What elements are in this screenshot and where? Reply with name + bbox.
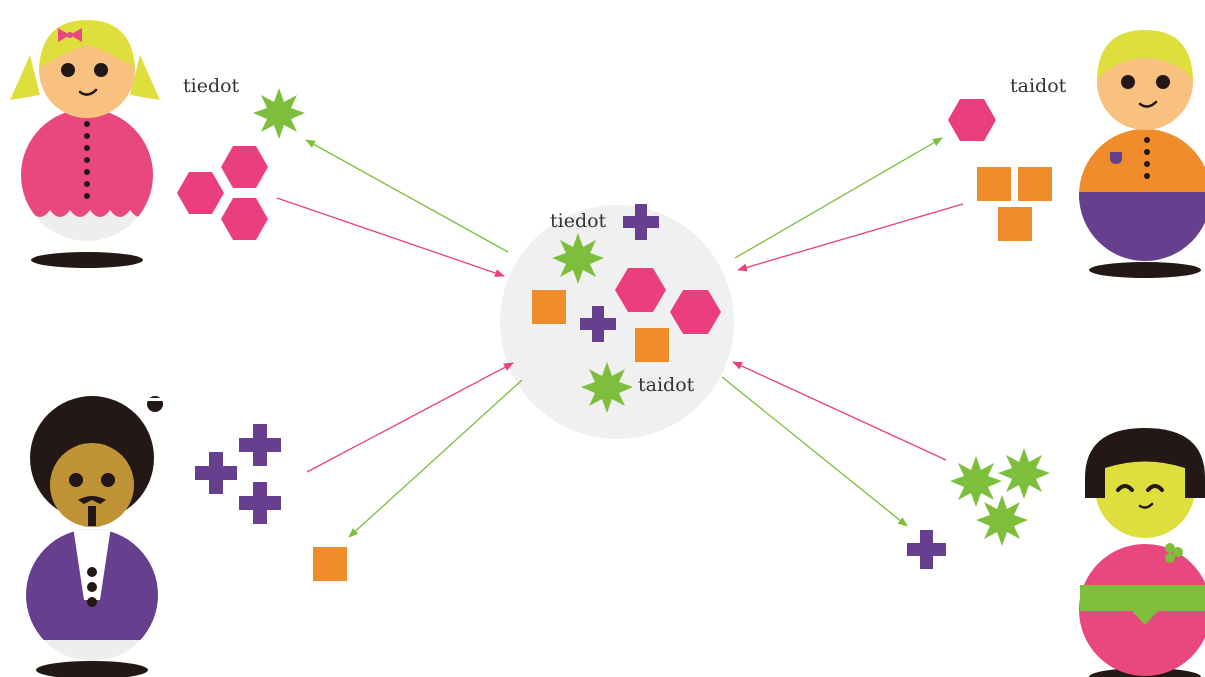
green-star-shape bbox=[581, 362, 633, 413]
pink-hexagon-shape bbox=[948, 99, 996, 141]
purple-plus-shape bbox=[580, 306, 616, 342]
pink-hexagon-shape bbox=[221, 146, 268, 188]
bottomleft-shapes bbox=[195, 424, 347, 581]
buttons-icon bbox=[84, 121, 90, 199]
green-star-shape bbox=[976, 495, 1028, 546]
arrow-center-to-bottomleft bbox=[348, 379, 523, 538]
purple-plus-shape bbox=[195, 452, 237, 494]
purple-plus-shape bbox=[623, 204, 659, 240]
topright-shapes bbox=[948, 99, 1052, 241]
buttons-icon bbox=[87, 567, 97, 607]
bow-icon bbox=[58, 28, 82, 42]
green-star-shape bbox=[253, 88, 305, 139]
topleft-shapes bbox=[177, 88, 305, 240]
arrow-topleft-to-center bbox=[276, 197, 505, 277]
label-center-skills: taidot bbox=[638, 374, 695, 396]
arrow-bottomright-to-center bbox=[732, 361, 947, 461]
character-blonde-girl bbox=[10, 20, 160, 268]
pink-hexagon-shape bbox=[177, 172, 224, 214]
arrow-center-to-topright bbox=[734, 137, 943, 259]
arrow-center-to-topleft bbox=[305, 139, 509, 253]
arrows bbox=[276, 137, 964, 538]
shared-knowledge-circle bbox=[500, 205, 734, 439]
character-black-haired-girl bbox=[1079, 428, 1205, 677]
bottomright-shapes bbox=[907, 448, 1050, 569]
hair-comb-icon bbox=[147, 396, 163, 412]
arrow-topright-to-center bbox=[737, 203, 964, 272]
pink-hexagon-shape bbox=[615, 268, 666, 312]
purple-plus-shape bbox=[239, 482, 281, 524]
pink-hexagon-shape bbox=[670, 290, 721, 334]
pink-hexagon-shape bbox=[221, 198, 268, 240]
label-topright-skills: taidot bbox=[1010, 75, 1067, 97]
orange-square-shape bbox=[1018, 167, 1052, 201]
center-shapes bbox=[532, 204, 721, 413]
character-bearded-man bbox=[26, 396, 163, 677]
orange-square-shape bbox=[635, 328, 669, 362]
orange-square-shape bbox=[313, 547, 347, 581]
green-star-shape bbox=[552, 233, 604, 284]
arrow-center-to-bottomright bbox=[721, 376, 908, 527]
green-star-shape bbox=[998, 448, 1050, 499]
orange-square-shape bbox=[998, 207, 1032, 241]
purple-plus-shape bbox=[907, 530, 946, 569]
buttons-icon bbox=[1144, 137, 1150, 179]
character-blonde-boy bbox=[1079, 30, 1205, 278]
orange-square-shape bbox=[977, 167, 1011, 201]
green-star-shape bbox=[950, 456, 1002, 507]
flower-icon bbox=[1165, 543, 1183, 563]
label-topleft-knowledge: tiedot bbox=[183, 75, 240, 97]
purple-plus-shape bbox=[239, 424, 281, 466]
arrow-bottomleft-to-center bbox=[306, 362, 514, 473]
label-center-knowledge: tiedot bbox=[550, 210, 607, 232]
orange-square-shape bbox=[532, 290, 566, 324]
